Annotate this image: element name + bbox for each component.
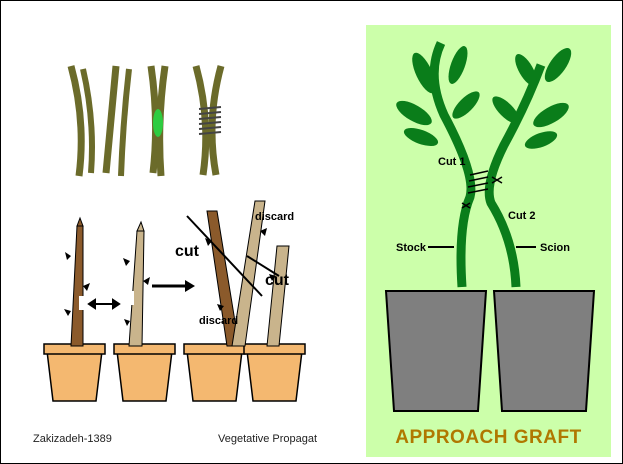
discard-label: discard (255, 211, 294, 223)
right-arrow-icon (152, 280, 195, 292)
approach-graft-panel: Cut 1 Cut 2 Stock Scion APPROACH GRAFT (366, 25, 611, 457)
cut2-label: Cut 2 (508, 210, 536, 222)
cut1-label: Cut 1 (438, 156, 466, 168)
pot-icon (114, 344, 175, 401)
leaves-icon (393, 44, 576, 153)
pot-icon (244, 344, 305, 401)
scion-label: Scion (540, 242, 570, 254)
wrapped-graft-icon (196, 66, 221, 175)
discard-label: discard (199, 315, 238, 327)
cut-label: cut (175, 243, 200, 260)
stem-icon (71, 66, 92, 176)
double-arrow-icon (89, 300, 119, 308)
rootstock-icon (64, 218, 90, 346)
green-cambium-icon (151, 66, 165, 176)
stock-pot-icon (386, 291, 486, 411)
approach-graft-diagram: Cut 1 Cut 2 Stock Scion (366, 25, 611, 425)
stem-graft-sequence (61, 61, 231, 181)
potted-graft-sequence: discard cut cut discard (27, 186, 317, 406)
pot-icon (44, 344, 105, 401)
stock-label: Stock (396, 242, 427, 254)
scion-pot-icon (494, 291, 594, 411)
scion-icon (123, 222, 150, 346)
footer-author: Zakizadeh-1389 (33, 433, 112, 445)
cut-label: cut (265, 272, 290, 289)
footer-title: Vegetative Propagat (218, 433, 366, 445)
cut-stem-icon (106, 66, 129, 176)
pot-icon (184, 344, 245, 401)
approach-graft-title: APPROACH GRAFT (366, 427, 611, 449)
